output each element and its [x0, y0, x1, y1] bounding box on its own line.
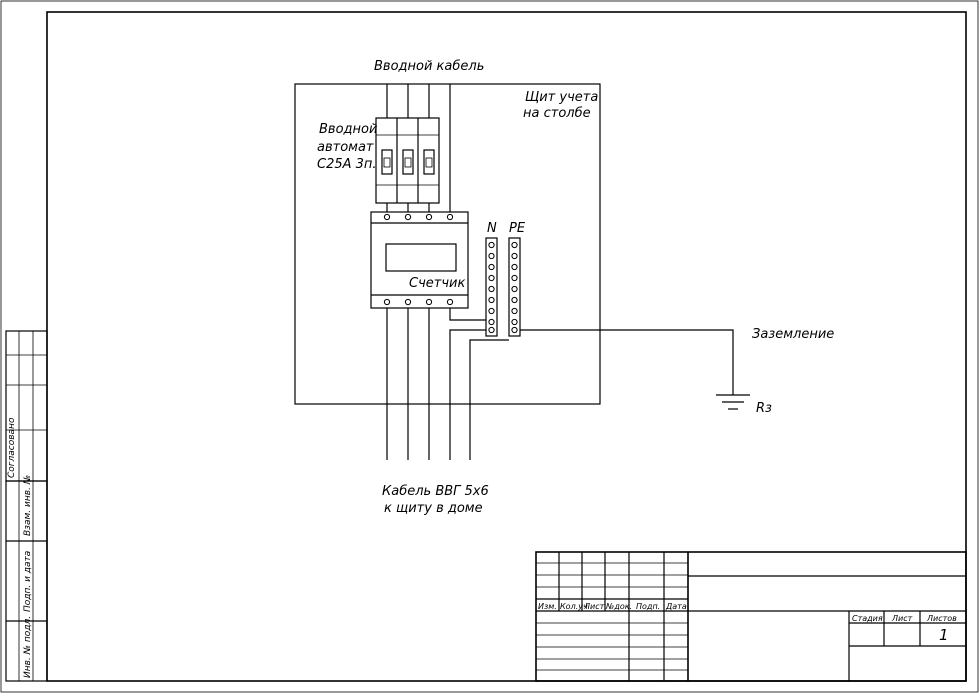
inv-swap-label: Взам. инв. №: [23, 475, 33, 536]
breaker-label-line1: Вводной: [319, 122, 377, 137]
meter-panel: [294, 83, 601, 405]
hdr-sign: Подп.: [636, 602, 660, 611]
breaker-label-line3: С25А 3п.: [317, 157, 377, 172]
cable-label-line2: к щиту в доме: [384, 501, 483, 516]
input-cable-label: Вводной кабель: [374, 59, 484, 74]
output-conductors: [386, 308, 509, 460]
hdr-izm: Изм.: [538, 602, 557, 611]
grounding-label: Заземление: [752, 327, 834, 342]
meter-label: Счетчик: [409, 276, 465, 291]
pe-bus-bar: [508, 237, 521, 337]
agreed-label: Согласовано: [7, 417, 17, 478]
ground-res-label: Rз: [756, 401, 772, 416]
sign-date-label: Подп. и дата: [23, 551, 33, 612]
n-bus-bar: [485, 237, 498, 337]
panel-label-line1: Щит учета: [525, 90, 598, 105]
grounding-line: [520, 329, 750, 410]
electricity-meter: [370, 211, 469, 309]
hdr-doc: №док.: [605, 602, 632, 611]
sheet-label: Лист: [891, 614, 913, 623]
bus-n-label: N: [487, 221, 497, 236]
bus-pe-label: PE: [509, 221, 526, 236]
title-block: [535, 551, 967, 682]
hdr-kol: Кол.уч: [560, 602, 588, 611]
meter-display: [385, 243, 457, 272]
breaker-label-line2: автомат: [317, 140, 374, 155]
cable-label-line1: Кабель ВВГ 5х6: [382, 484, 489, 499]
panel-label-line2: на столбе: [523, 106, 591, 121]
side-stamp: Согласовано Взам. инв. № Подп. и дата Ин…: [5, 330, 48, 682]
sheets-label: Листов: [926, 614, 957, 623]
stage-label: Стадия: [852, 614, 883, 623]
inv-orig-label: Инв. № подл.: [23, 616, 33, 678]
input-conductors: [386, 84, 451, 214]
hdr-list: Лист: [583, 602, 605, 611]
input-breaker: [375, 117, 440, 204]
drawing-frame: [46, 11, 967, 682]
sheets-value: 1: [939, 626, 949, 644]
hdr-date: Дата: [665, 602, 687, 611]
